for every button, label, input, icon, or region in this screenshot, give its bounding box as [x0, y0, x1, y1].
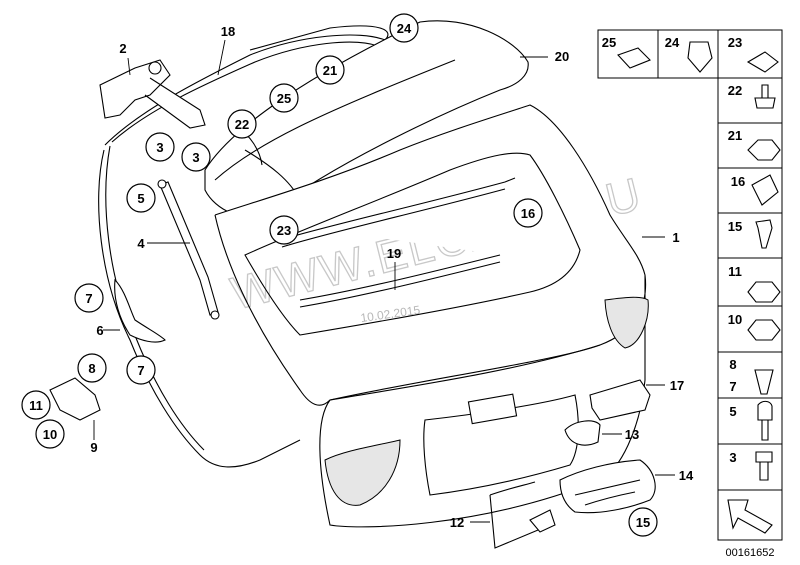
cable-clip [529, 509, 556, 533]
svg-text:25: 25 [277, 91, 291, 106]
screw-15-icon [755, 219, 773, 249]
clip-16-icon [751, 174, 779, 206]
col-label-21: 21 [728, 128, 742, 143]
svg-text:16: 16 [521, 206, 535, 221]
cover-cap [564, 420, 601, 446]
svg-text:7: 7 [85, 291, 92, 306]
callout-7a: 7 [74, 283, 104, 313]
callout-21: 21 [315, 55, 345, 85]
callout-10: 10 [35, 419, 65, 449]
tailgate-left-edge [214, 214, 331, 406]
buffer-block [49, 377, 101, 421]
callout-3a: 3 [145, 132, 175, 162]
svg-text:10: 10 [43, 427, 57, 442]
label-4: 4 [137, 236, 145, 251]
label-20: 20 [555, 49, 569, 64]
col-label-3: 3 [729, 450, 736, 465]
bolt-22-icon [754, 84, 776, 109]
col-label-16: 16 [731, 174, 745, 189]
col-label-5: 5 [729, 404, 736, 419]
nut-11-icon [747, 281, 781, 303]
callout-3b: 3 [181, 142, 211, 172]
svg-text:3: 3 [192, 150, 199, 165]
callout-23-main: 23 [269, 215, 299, 245]
window-trim [279, 177, 516, 308]
date-stamp: 10.02.2015 [360, 303, 422, 325]
latch-bracket [114, 278, 166, 343]
label-14: 14 [679, 468, 694, 483]
svg-text:7: 7 [137, 363, 144, 378]
hinge [99, 59, 206, 129]
svg-text:23: 23 [277, 223, 291, 238]
arrow-icon [727, 499, 773, 534]
col-label-8: 8 [729, 357, 736, 372]
callout-25: 25 [269, 83, 299, 113]
leader-18 [217, 39, 226, 76]
gas-strut [159, 181, 219, 316]
callout-16-main: 16 [513, 198, 543, 228]
svg-text:24: 24 [397, 21, 412, 36]
tailgate-seal [98, 25, 398, 468]
parts-table-top: 25 24 [597, 29, 719, 79]
tailgate-lower-panel [329, 344, 601, 496]
callout-15-main: 15 [628, 507, 658, 537]
rivet-24-icon [687, 41, 713, 73]
clip-25-icon [617, 47, 651, 69]
lock-detail [574, 479, 641, 506]
licence-plate-recess [467, 393, 518, 425]
svg-text:11: 11 [29, 398, 43, 413]
handle-switch [589, 379, 651, 421]
callout-22: 22 [227, 109, 257, 139]
callout-24: 24 [389, 13, 419, 43]
tailgate-seal-inner [111, 41, 379, 143]
leader-2 [127, 57, 131, 76]
top-table-label-25: 25 [602, 35, 616, 50]
svg-text:5: 5 [137, 191, 144, 206]
parts-column-right: 23 22 21 16 15 11 10 8 7 5 3 [717, 29, 783, 541]
svg-text:3: 3 [156, 140, 163, 155]
label-17: 17 [670, 378, 684, 393]
label-1: 1 [672, 230, 679, 245]
col-label-22: 22 [728, 83, 742, 98]
label-9: 9 [90, 440, 97, 455]
label-2: 2 [119, 41, 126, 56]
nut-10-icon [747, 319, 781, 341]
grommet-23-icon [746, 51, 779, 73]
label-19: 19 [387, 246, 401, 261]
bolt-3-icon [755, 451, 773, 481]
svg-text:8: 8 [88, 361, 95, 376]
tailgate-window-opening [244, 152, 581, 336]
callout-7b: 7 [126, 355, 156, 385]
label-6: 6 [96, 323, 103, 338]
stud-5-icon [757, 400, 773, 441]
strut-ball-end [157, 179, 167, 189]
top-table-label-24: 24 [665, 35, 680, 50]
svg-text:22: 22 [235, 117, 249, 132]
label-13: 13 [625, 427, 639, 442]
nut-21-icon [747, 139, 781, 161]
hinge-pivot [148, 61, 162, 75]
right-tail-lamp [604, 296, 649, 349]
svg-text:15: 15 [636, 515, 650, 530]
screw-8-7-icon [754, 369, 774, 395]
svg-text:21: 21 [323, 63, 337, 78]
col-label-23: 23 [728, 35, 742, 50]
col-label-11: 11 [728, 264, 742, 279]
drawing-code: 00161652 [726, 547, 775, 559]
col-label-15: 15 [728, 219, 742, 234]
strut-ball-end-lower [210, 310, 220, 320]
col-label-7: 7 [729, 379, 736, 394]
label-12: 12 [450, 515, 464, 530]
lock-mechanism [559, 459, 656, 514]
col-label-10: 10 [728, 312, 742, 327]
callout-11: 11 [21, 390, 51, 420]
left-tail-lamp [324, 439, 401, 506]
callout-8: 8 [77, 353, 107, 383]
callout-5: 5 [126, 183, 156, 213]
label-18: 18 [221, 24, 235, 39]
release-cable [489, 481, 551, 549]
